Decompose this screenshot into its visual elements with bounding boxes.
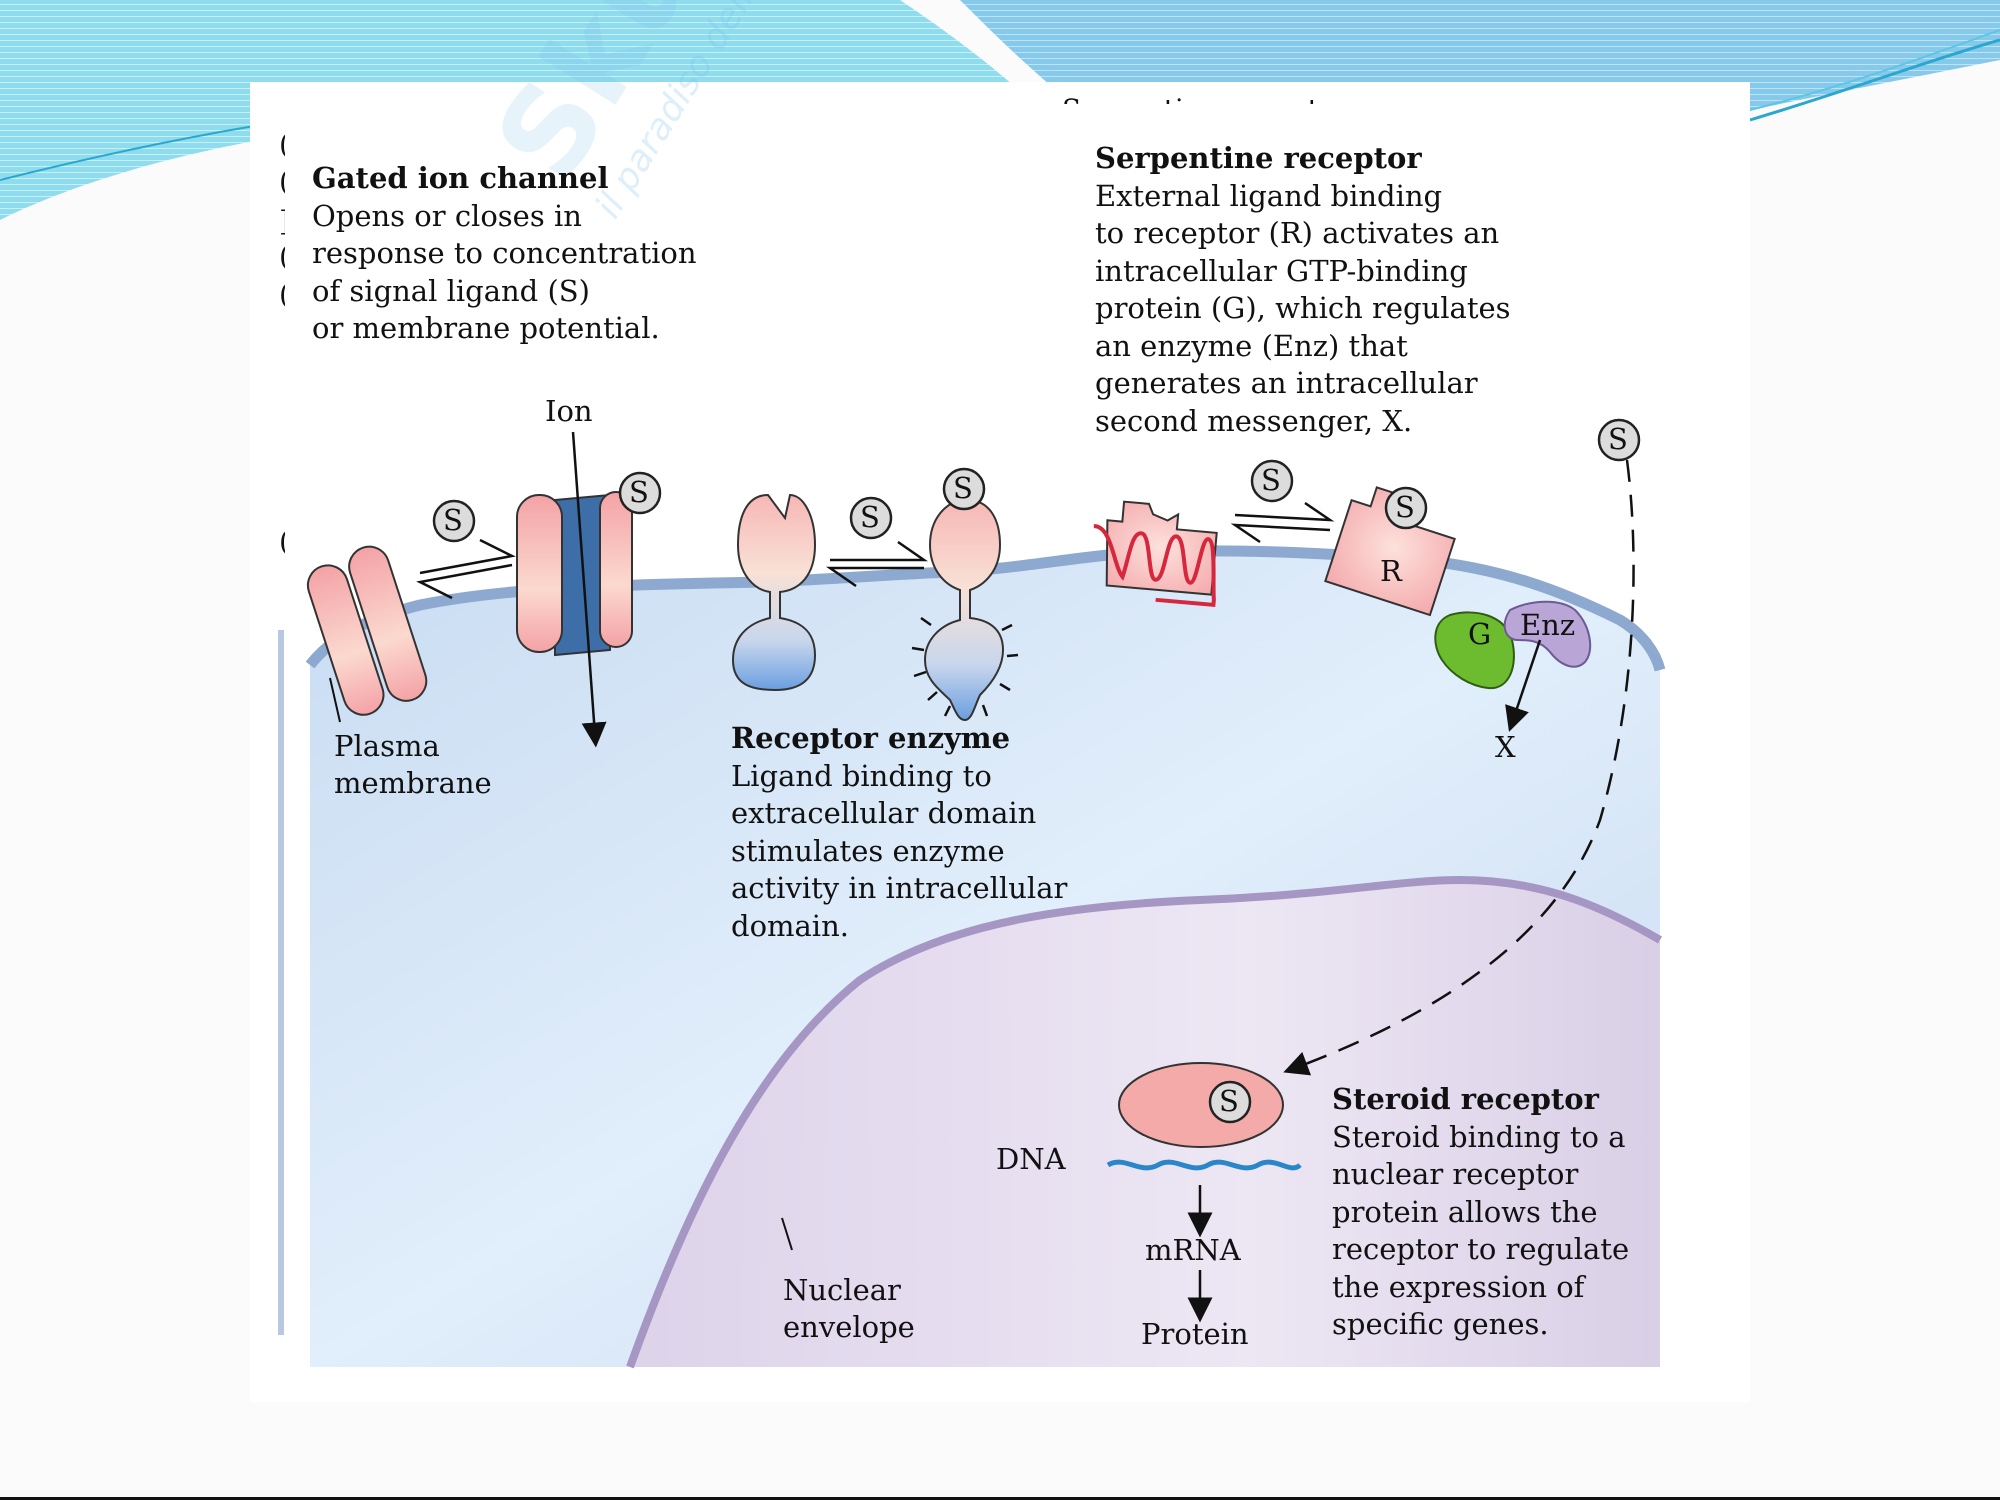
- enzyme: [1503, 600, 1592, 668]
- ion-label: Ion: [545, 394, 593, 428]
- steroid-receptor-protein: [1118, 1062, 1284, 1148]
- left-fragment-6: (: [279, 525, 285, 558]
- serpentine-receptor-line: second messenger, X.: [1095, 403, 1413, 438]
- ligand-s-7: S: [1608, 422, 1628, 456]
- enzyme-label: Enz: [1520, 608, 1576, 642]
- left-fragment-1: (: [279, 128, 285, 161]
- ligand-s-8: S: [1219, 1084, 1239, 1118]
- steroid-receptor-line: the expression of: [1332, 1269, 1585, 1304]
- serpentine-receptor-line: to receptor (R) activates an: [1095, 216, 1500, 250]
- wave-accent-line: [0, 124, 261, 181]
- left-fragment-4: (: [279, 240, 285, 273]
- receptor-enzyme-line: stimulates enzyme: [731, 833, 1005, 868]
- ligand-s-6: S: [1395, 490, 1415, 524]
- second-messenger-label: X: [1495, 730, 1516, 764]
- serpentine-receptor-line: External ligand binding: [1095, 178, 1443, 213]
- steroid-receptor-line: protein allows the: [1332, 1194, 1598, 1229]
- left-fragment-3: ]: [279, 205, 285, 238]
- g-protein: [1434, 611, 1515, 690]
- ion-arrow: [571, 431, 607, 748]
- wave-accent-line-2: [1749, 38, 2000, 122]
- gated-ion-channel-line: response to concentration: [312, 236, 697, 270]
- steroid-receptor-line: Steroid binding to a: [1332, 1119, 1626, 1154]
- equilibrium-arrows-enzyme: [825, 540, 929, 588]
- serpentine-receptor-unbound: [1093, 500, 1218, 608]
- serpentine-receptor-line: generates an intracellular: [1095, 366, 1478, 400]
- equilibrium-arrows-ion: [416, 538, 516, 600]
- nuclear-envelope-label-line: Nuclear: [783, 1273, 901, 1307]
- steroid-receptor-description: Steroid receptor Steroid binding to a nu…: [1332, 1081, 1629, 1344]
- protein-label: Protein: [1141, 1317, 1249, 1351]
- steroid-receptor-title: Steroid receptor: [1332, 1082, 1599, 1116]
- plasma-membrane-label: Plasma membrane: [334, 728, 492, 802]
- nuclear-envelope-label: Nuclear envelope: [783, 1272, 915, 1346]
- ligand-s-1: S: [443, 503, 463, 537]
- gated-ion-channel-line: Opens or closes in: [312, 198, 582, 233]
- receptor-label: R: [1380, 554, 1402, 588]
- gated-ion-channel-line: of signal ligand (S): [312, 273, 590, 308]
- gated-ion-channel-title: Gated ion channel: [312, 161, 609, 195]
- ligand-s-3: S: [860, 500, 880, 534]
- receptor-enzyme-active: [911, 498, 1019, 722]
- ion-channel-closed: [306, 545, 428, 716]
- wave-left: [0, 0, 1040, 220]
- serpentine-helix: [1093, 524, 1216, 608]
- receptor-enzyme-line: extracellular domain: [731, 796, 1037, 830]
- ligand-s-2: S: [629, 475, 649, 509]
- left-fragment-2: (: [279, 165, 285, 198]
- ion-channel-open: [516, 491, 633, 657]
- plasma-membrane-label-line: membrane: [334, 766, 492, 800]
- left-fragment-5: (: [279, 278, 285, 311]
- receptor-enzyme-title: Receptor enzyme: [731, 721, 1011, 755]
- receptor-enzyme-inactive: [731, 493, 817, 692]
- receptor-enzyme-line: domain.: [731, 908, 849, 943]
- second-messenger-arrow: [1505, 639, 1542, 732]
- steroid-receptor-line: specific genes.: [1332, 1307, 1549, 1341]
- serpentine-receptor-title: Serpentine receptor: [1095, 141, 1422, 175]
- g-protein-label: G: [1468, 617, 1492, 651]
- receptor-enzyme-description: Receptor enzyme Ligand binding to extrac…: [731, 720, 1067, 945]
- ligand-circles: [432, 418, 1641, 1124]
- serpentine-receptor-line: intracellular GTP-binding: [1095, 253, 1468, 288]
- gated-ion-channel-line: or membrane potential.: [312, 311, 660, 345]
- ligand-s-4: S: [953, 471, 973, 505]
- steroid-receptor-line: nuclear receptor: [1332, 1157, 1579, 1191]
- plasma-membrane-label-line: Plasma: [334, 729, 440, 763]
- gated-ion-channel-description: Gated ion channel Opens or closes in res…: [312, 160, 697, 348]
- cut-off-heading: Serpentine receptor: [1062, 92, 1349, 104]
- receptor-enzyme-line: Ligand binding to: [731, 758, 992, 793]
- plasma-membrane: [305, 545, 1666, 672]
- dna-label: DNA: [996, 1142, 1066, 1176]
- steroid-path: [1283, 459, 1635, 1076]
- dna-strand: [1106, 1159, 1302, 1171]
- nuclear-envelope: [626, 875, 1663, 1369]
- serpentine-receptor-description: Serpentine receptor External ligand bind…: [1095, 140, 1511, 440]
- steroid-receptor-line: receptor to regulate: [1332, 1232, 1630, 1266]
- receptor-enzyme-line: activity in intracellular: [731, 871, 1068, 905]
- nuclear-envelope-label-line: envelope: [783, 1310, 915, 1344]
- serpentine-receptor-line: protein (G), which regulates: [1095, 291, 1511, 325]
- ligand-s-5: S: [1261, 463, 1281, 497]
- mrna-label: mRNA: [1145, 1233, 1241, 1267]
- serpentine-receptor-line: an enzyme (Enz) that: [1095, 328, 1408, 363]
- equilibrium-arrows-serpentine: [1230, 501, 1335, 544]
